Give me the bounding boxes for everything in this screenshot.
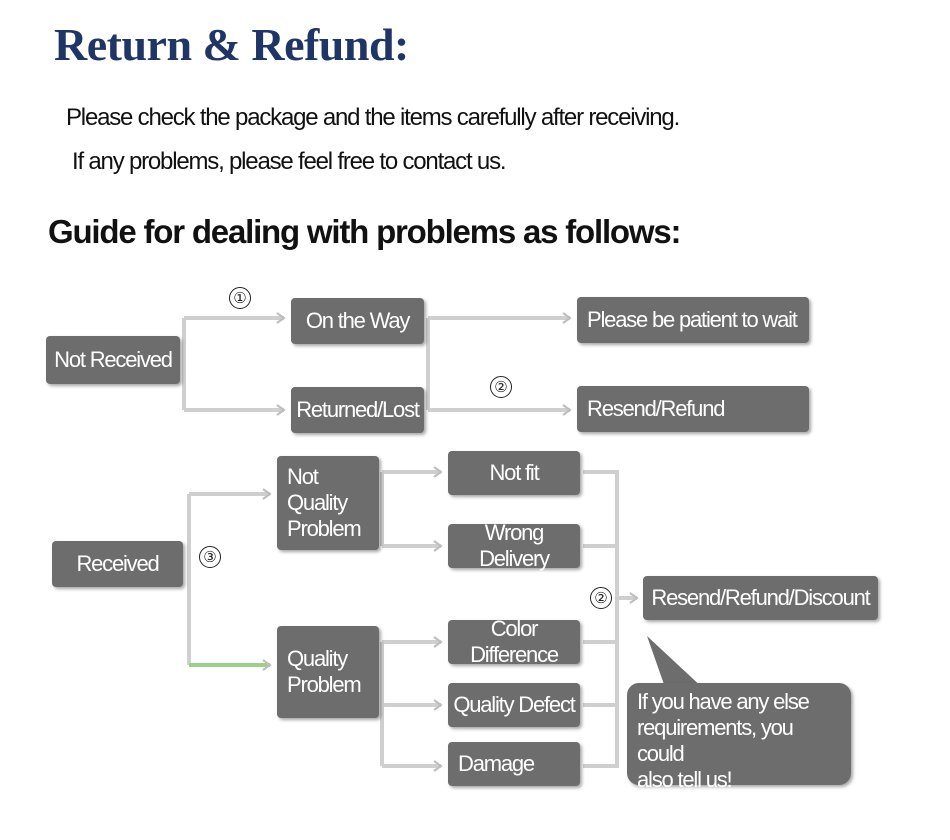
node-wrong-delivery: Wrong Delivery — [448, 520, 580, 571]
node-resend-refund: Resend/Refund — [577, 386, 809, 432]
intro-line-2: If any problems, please feel free to con… — [72, 148, 507, 175]
note-bubble-tail — [647, 636, 705, 690]
node-not-received: Not Received — [46, 336, 180, 384]
quality-line-1: Quality — [287, 646, 348, 671]
not-quality-line-3: Problem — [287, 516, 362, 541]
connector-collector — [583, 470, 619, 768]
note-line-2: requirements, you could — [637, 715, 794, 766]
node-resend-refund-discount: Resend/Refund/Discount — [643, 576, 878, 620]
step-1-badge: ① — [229, 287, 251, 309]
not-quality-line-1: Not — [287, 464, 319, 489]
step-2-badge-lower: ② — [590, 587, 612, 609]
note-bubble: If you have any else requirements, you c… — [627, 683, 851, 792]
guide-heading: Guide for dealing with problems as follo… — [48, 213, 681, 250]
node-returned-lost: Returned/Lost — [291, 387, 424, 433]
node-received: Received — [52, 541, 183, 587]
note-line-3: also tell us! — [637, 767, 733, 792]
node-not-fit: Not fit — [448, 451, 580, 495]
note-line-1: If you have any else — [637, 689, 810, 714]
node-color-difference: Color Difference — [448, 616, 580, 667]
node-please-wait: Please be patient to wait — [577, 297, 809, 343]
page-title: Return & Refund: — [54, 19, 409, 70]
node-quality-problem: Quality Problem — [277, 626, 379, 718]
step-3-badge: ③ — [199, 546, 221, 568]
intro-line-1: Please check the package and the items c… — [66, 104, 680, 131]
node-not-quality-problem: Not Quality Problem — [277, 456, 379, 550]
node-on-the-way: On the Way — [291, 298, 424, 344]
node-quality-defect: Quality Defect — [448, 683, 580, 727]
not-quality-line-2: Quality — [287, 490, 348, 515]
node-damage: Damage — [448, 742, 580, 786]
quality-line-2: Problem — [287, 672, 362, 697]
step-2-badge: ② — [490, 376, 512, 398]
